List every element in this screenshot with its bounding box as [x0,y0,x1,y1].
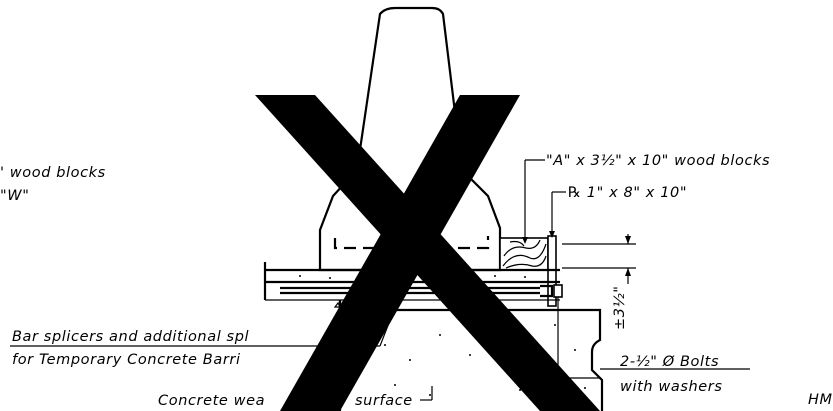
bolt-assembly [280,284,563,298]
label-bolts-2: with washers [620,379,723,395]
label-concrete-surface-right: surface [355,393,413,409]
void-x-mark [255,95,600,411]
label-concrete-surface-left: Concrete wea [158,393,265,409]
label-w-left: "W" [0,188,29,204]
label-bar-splicers-1: Bar splicers and additional spl [12,329,249,345]
wood-block [499,237,549,271]
label-dimension: ±3½" [612,286,628,331]
label-bolts-1: 2-½" Ø Bolts [620,354,719,370]
label-hm: HM [808,392,833,408]
label-wood-blocks-right: "A" x 3½" x 10" wood blocks [546,153,770,169]
label-plate: ℞ 1" x 8" x 10" [568,185,687,201]
label-bar-splicers-2: for Temporary Concrete Barri [12,352,241,368]
dimension-vertical [562,234,636,284]
label-wood-blocks-left: ' wood blocks [0,165,106,181]
